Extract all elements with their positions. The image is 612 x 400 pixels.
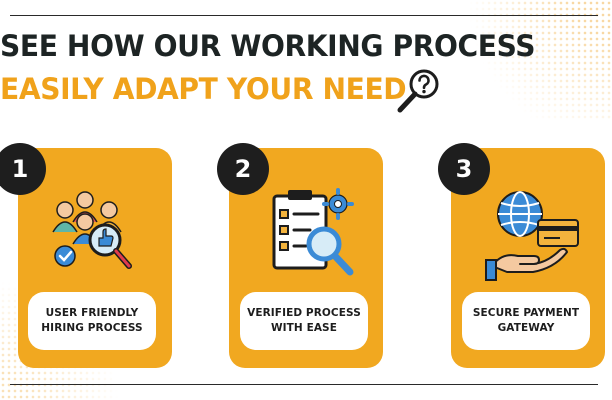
headline-line-1: SEE HOW OUR WORKING PROCESS xyxy=(0,29,536,63)
step-label-1: USER FRIENDLY HIRING PROCESS xyxy=(41,307,143,334)
magnifier-question-icon xyxy=(397,69,439,113)
step-number-badge-2: 2 xyxy=(217,143,269,195)
step-label-pill-1: USER FRIENDLY HIRING PROCESS xyxy=(28,292,156,350)
clipboard-checklist-icon xyxy=(272,188,354,276)
team-hiring-icon xyxy=(52,191,132,269)
step-number-badge-1: 1 xyxy=(0,143,46,195)
top-divider xyxy=(10,15,598,16)
step-label-pill-2: VERIFIED PROCESS WITH EASE xyxy=(240,292,368,350)
step-number-badge-3: 3 xyxy=(438,143,490,195)
step-label-2: VERIFIED PROCESS WITH EASE xyxy=(247,307,361,334)
headline-line-2: EASILY ADAPT YOUR NEED xyxy=(0,72,407,106)
bottom-divider xyxy=(10,384,598,385)
globe-card-payment-icon xyxy=(485,191,579,281)
step-label-3: SECURE PAYMENT GATEWAY xyxy=(472,307,580,334)
halftone-decoration-top-right xyxy=(462,0,612,120)
step-label-pill-3: SECURE PAYMENT GATEWAY xyxy=(462,292,590,350)
